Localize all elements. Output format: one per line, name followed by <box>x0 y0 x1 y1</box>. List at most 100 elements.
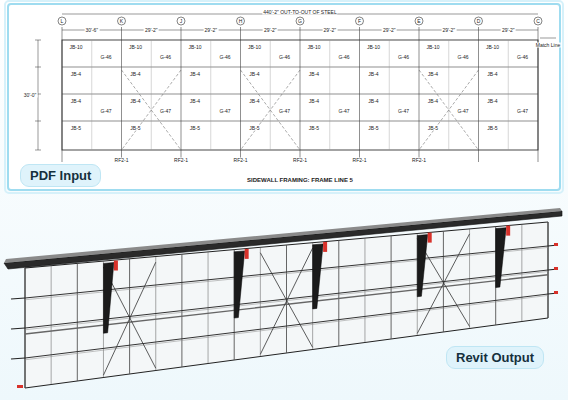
member-mark: JB-4 <box>486 99 498 104</box>
member-mark: JB-4 <box>189 99 201 104</box>
member-mark: JB-5 <box>427 126 439 131</box>
grid-label: G <box>297 19 303 24</box>
grid-line <box>300 27 301 162</box>
jamb-line <box>389 40 390 150</box>
panel-glow <box>5 1 563 193</box>
badge-text: Revit Output <box>456 350 534 365</box>
brace-line <box>241 70 301 150</box>
grid-label: L <box>60 19 65 24</box>
red-plate <box>114 260 118 270</box>
dimension-text: 440'-2" OUT-TO-OUT OF STEEL <box>262 10 337 15</box>
member-mark: G-46 <box>516 55 529 60</box>
member-mark: G-46 <box>99 55 112 60</box>
grid-label: K <box>119 19 124 24</box>
member-mark: JB-10 <box>247 45 262 50</box>
grid-label: J <box>179 19 184 24</box>
member-mark: G-47 <box>218 109 231 114</box>
jamb-line <box>448 40 449 150</box>
dimension-text: 29'-2" <box>322 28 337 33</box>
member-mark: JB-10 <box>425 45 440 50</box>
dimension-text: 29'-2" <box>501 28 516 33</box>
member-mark: JB-5 <box>308 126 320 131</box>
member-mark: JB-10 <box>187 45 202 50</box>
member-mark: JB-4 <box>308 99 320 104</box>
member-mark: RF2-1 <box>352 158 368 163</box>
member-mark: JB-4 <box>427 72 439 77</box>
rigid-frame-column <box>313 244 323 309</box>
match-line-note: Match Line <box>535 43 561 48</box>
member-mark: JB-5 <box>248 126 260 131</box>
grid-bubble <box>296 17 304 25</box>
member-mark: G-47 <box>397 109 410 114</box>
dimension-text: 30'-6" <box>84 28 99 33</box>
roof-top <box>4 208 562 263</box>
grid-label: F <box>357 19 362 24</box>
member-mark: G-47 <box>278 109 291 114</box>
member-mark: JB-4 <box>248 72 260 77</box>
member-mark: JB-4 <box>367 99 379 104</box>
badge-text: PDF Input <box>30 168 91 183</box>
member-mark: JB-10 <box>68 45 83 50</box>
red-plate <box>428 233 432 243</box>
member-mark: JB-4 <box>427 99 439 104</box>
dimension-tick <box>35 40 41 41</box>
dimension-line <box>38 40 39 150</box>
grid-bubble <box>177 17 185 25</box>
jamb-line <box>329 40 330 150</box>
x-brace <box>103 262 155 375</box>
caption-badge: Revit Output <box>446 346 544 369</box>
jamb-line <box>270 40 271 150</box>
member-mark: JB-4 <box>70 99 82 104</box>
member-mark: G-46 <box>159 55 172 60</box>
red-plate <box>554 267 558 270</box>
brace-line <box>419 70 479 150</box>
match-line <box>540 38 556 39</box>
dimension-tick <box>35 150 41 151</box>
grid-bubble <box>58 17 66 25</box>
grid-line <box>181 27 182 162</box>
jamb-line <box>151 40 152 150</box>
dimension-text: 29'-2" <box>263 28 278 33</box>
member-mark: JB-4 <box>70 72 82 77</box>
caption-badge: PDF Input <box>20 164 101 187</box>
grid-line <box>478 27 479 162</box>
member-mark: G-47 <box>99 109 112 114</box>
girt-line <box>62 67 538 68</box>
member-mark: RF2-1 <box>114 158 130 163</box>
member-mark: JB-5 <box>189 126 201 131</box>
member-mark: G-46 <box>456 55 469 60</box>
girt-line <box>62 94 538 95</box>
member-mark: JB-10 <box>128 45 143 50</box>
member-mark: G-46 <box>218 55 231 60</box>
red-plate <box>17 385 23 388</box>
member-mark: JB-4 <box>129 99 141 104</box>
grid-line <box>419 27 420 162</box>
grid-bubble <box>356 17 364 25</box>
red-plate <box>554 243 558 246</box>
wall-outline <box>62 40 538 150</box>
grid-label: H <box>238 19 244 24</box>
rigid-frame-column <box>496 228 506 288</box>
grid-label: E <box>416 19 421 24</box>
member-mark: RF2-1 <box>292 158 308 163</box>
jamb-line <box>210 40 211 150</box>
dimension-text: 30'-0" <box>23 93 38 98</box>
member-mark: RF2-1 <box>411 158 427 163</box>
dimension-text: 29'-2" <box>441 28 456 33</box>
dimension-text: 29'-2" <box>382 28 397 33</box>
member-mark: JB-5 <box>486 126 498 131</box>
grid-bubble <box>534 17 542 25</box>
grid-label: C <box>535 19 541 24</box>
dimension-tick <box>35 67 41 68</box>
brace-line <box>241 70 301 150</box>
roof-edge <box>4 211 562 269</box>
brace-line <box>419 70 479 150</box>
member-mark: JB-10 <box>366 45 381 50</box>
red-plate <box>245 249 249 259</box>
panel-frame <box>8 4 560 190</box>
member-mark: JB-4 <box>367 72 379 77</box>
rigid-frame-column <box>103 262 113 333</box>
member-mark: JB-5 <box>367 126 379 131</box>
wall-face <box>25 222 548 388</box>
